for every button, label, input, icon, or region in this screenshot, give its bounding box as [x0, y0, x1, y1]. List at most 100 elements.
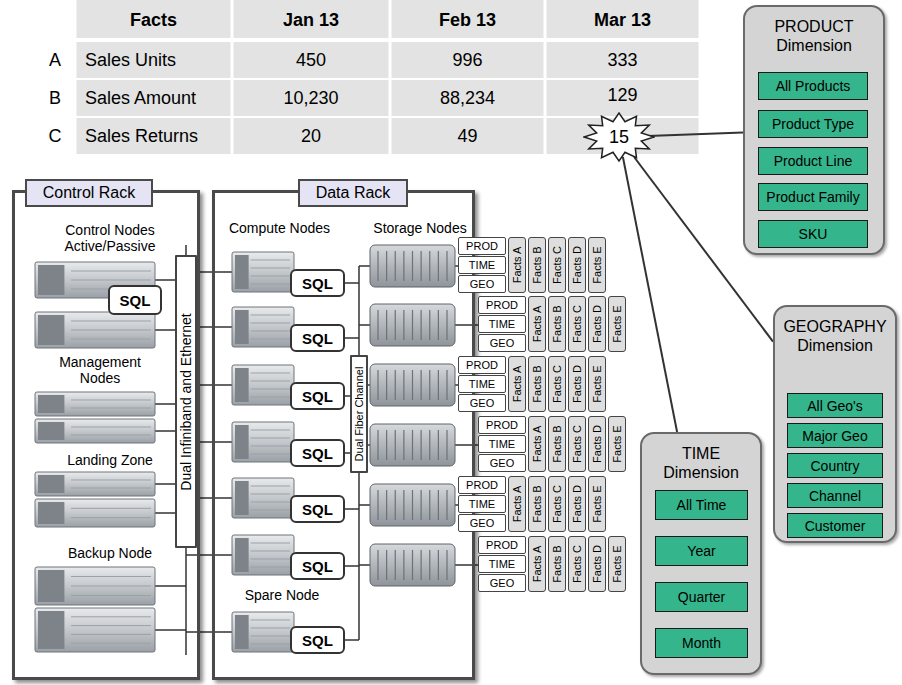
- table-cell: Sales Returns: [85, 126, 232, 147]
- network-wire: [359, 564, 370, 566]
- storage-grille: [403, 370, 404, 400]
- network-wire: [345, 565, 359, 567]
- slice-label: GEO: [490, 457, 514, 469]
- fact-label: Facts E: [591, 365, 603, 402]
- fact-label: Facts C: [571, 545, 583, 583]
- rack-label: Control Nodes Active/Passive: [22, 222, 198, 254]
- table-cell: 88,234: [390, 88, 545, 109]
- rack-tab: Data Rack: [298, 179, 408, 207]
- table-cell: 450: [232, 50, 390, 71]
- dimension-slice: TIME: [478, 555, 526, 573]
- fact-slice: Facts B: [528, 476, 546, 532]
- server-chassis: [232, 422, 294, 462]
- sql-box: SQL: [290, 552, 345, 580]
- server-panel: [38, 502, 64, 524]
- rack-label: Backup Node: [22, 545, 198, 561]
- network-wire: [359, 265, 370, 267]
- dimension-panel: GEOGRAPHY DimensionAll Geo'sMajor GeoCou…: [773, 305, 897, 543]
- slice-label: GEO: [470, 397, 494, 409]
- server-panel: [38, 422, 64, 440]
- table-cell: Sales Units: [85, 50, 232, 71]
- storage-grille: [421, 370, 422, 400]
- sql-label: SQL: [302, 330, 333, 347]
- fact-slice: Facts D: [568, 356, 586, 412]
- slice-label: GEO: [470, 517, 494, 529]
- server-panel: [38, 315, 64, 345]
- server-slot: [71, 339, 151, 340]
- storage-chassis: [370, 544, 455, 586]
- slice-label: TIME: [489, 558, 515, 570]
- rack-label: Management Nodes: [45, 354, 155, 386]
- storage-chassis: [370, 304, 455, 346]
- level-box: SKU: [758, 220, 868, 248]
- fact-label: Facts E: [611, 425, 623, 462]
- server-panel: [235, 255, 249, 289]
- level-label: All Time: [677, 497, 727, 513]
- table-cell: Mar 13: [545, 10, 700, 31]
- level-label: Customer: [805, 518, 866, 534]
- storage-grille: [446, 310, 447, 340]
- network-wire: [359, 324, 370, 326]
- server-panel: [235, 481, 249, 515]
- dimension-slice: GEO: [478, 574, 526, 592]
- level-label: Major Geo: [802, 428, 867, 444]
- server-chassis: [35, 472, 155, 496]
- storage-chassis: [370, 245, 455, 287]
- server-slot: [71, 400, 151, 401]
- storage-grille: [446, 430, 447, 460]
- level-box: Month: [655, 628, 748, 658]
- server-slot: [251, 381, 290, 382]
- storage-grille: [438, 430, 439, 460]
- fact-slice: Facts A: [508, 476, 526, 532]
- server-chassis: [232, 365, 294, 405]
- network-wire: [155, 585, 186, 587]
- level-label: Product Type: [772, 116, 854, 132]
- level-box: Customer: [787, 513, 883, 538]
- server-slot: [71, 576, 151, 577]
- server-slot: [251, 559, 290, 560]
- dimension-slice: TIME: [478, 315, 526, 333]
- level-box: Country: [787, 453, 883, 478]
- server-slot: [251, 438, 290, 439]
- server-panel: [235, 615, 249, 649]
- fact-slice: Facts A: [508, 356, 526, 412]
- sql-box: SQL: [290, 382, 345, 410]
- server-slot: [71, 508, 151, 509]
- storage-grille: [377, 490, 378, 520]
- server-slot: [71, 480, 151, 481]
- storage-grille: [386, 370, 387, 400]
- server-panel: [235, 538, 249, 572]
- sql-box: SQL: [108, 285, 162, 315]
- storage-grille: [429, 430, 430, 460]
- fact-slice: Facts E: [588, 237, 606, 293]
- storage-grille: [421, 490, 422, 520]
- fact-label: Facts A: [531, 306, 543, 343]
- sql-label: SQL: [120, 292, 151, 309]
- fact-slice: Facts C: [548, 476, 566, 532]
- fact-label: Facts B: [531, 246, 543, 283]
- fact-slice: Facts A: [508, 237, 526, 293]
- sql-box: SQL: [290, 626, 345, 654]
- slice-label: TIME: [489, 438, 515, 450]
- server-slot: [251, 268, 290, 269]
- server-slot: [71, 586, 151, 587]
- server-slot: [251, 315, 290, 316]
- table-cell: 996: [390, 50, 545, 71]
- storage-grille: [403, 430, 404, 460]
- server-slot: [251, 510, 290, 511]
- storage-grille: [395, 430, 396, 460]
- server-slot: [71, 271, 151, 272]
- storage-grille: [377, 251, 378, 281]
- fact-label: Facts B: [531, 365, 543, 402]
- server-slot: [71, 595, 151, 596]
- fact-slice: Facts B: [528, 356, 546, 412]
- storage-grille: [429, 370, 430, 400]
- table-cell: 49: [390, 126, 545, 147]
- network-wire: [345, 337, 359, 339]
- slice-label: PROD: [466, 240, 498, 252]
- storage-grille: [429, 310, 430, 340]
- fact-label: Facts D: [571, 485, 583, 523]
- dimension-slice: PROD: [478, 296, 526, 314]
- fact-slice: Facts D: [568, 476, 586, 532]
